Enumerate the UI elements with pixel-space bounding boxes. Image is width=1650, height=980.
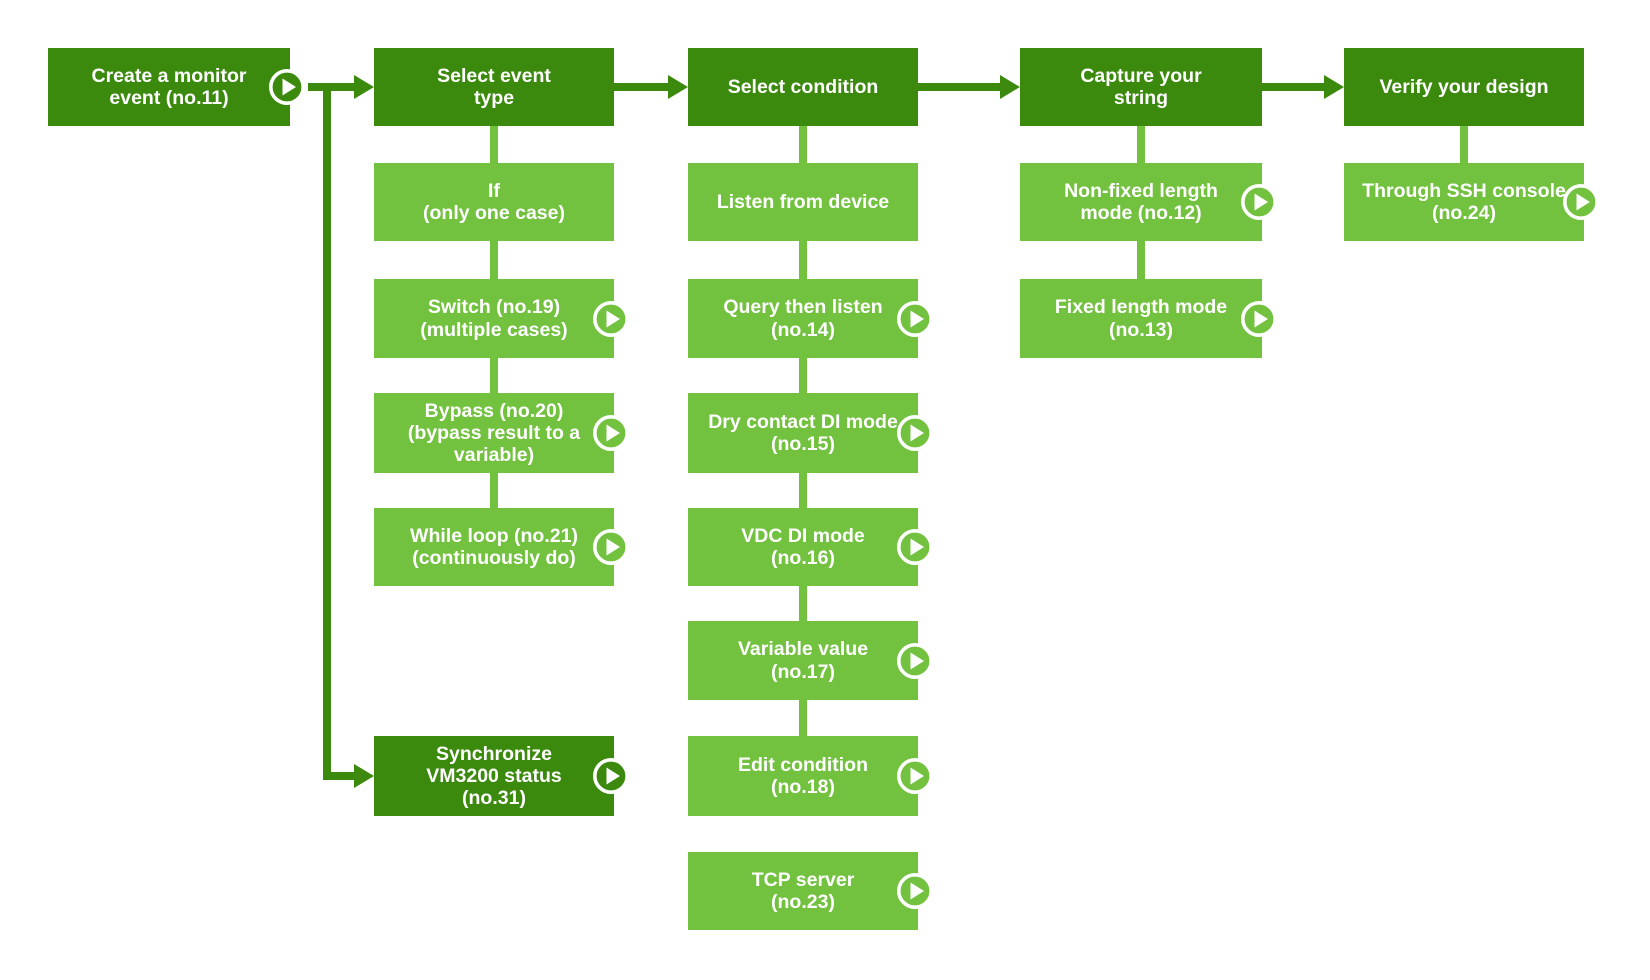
arrow-shaft	[1262, 83, 1324, 91]
arrow-shaft	[918, 83, 1000, 91]
connector	[490, 473, 498, 508]
node-label: Fixed length mode (no.13)	[1054, 296, 1228, 341]
node-verify-your-design: Verify your design	[1344, 48, 1584, 126]
connector	[799, 241, 807, 279]
node-label: Select event type	[437, 64, 551, 109]
play-icon[interactable]	[591, 413, 631, 453]
play-icon[interactable]	[895, 299, 935, 339]
node-label: Non-fixed length mode (no.12)	[1064, 179, 1218, 224]
node-label: VDC DI mode (no.16)	[741, 524, 865, 569]
branch-line-horizontal	[323, 772, 354, 780]
node-label: Create a monitor event (no.11)	[91, 64, 247, 109]
node-switch[interactable]: Switch (no.19) (multiple cases)	[374, 279, 630, 358]
play-icon[interactable]	[591, 756, 631, 796]
node-tcp-server[interactable]: TCP server (no.23)	[688, 852, 934, 930]
play-icon[interactable]	[895, 756, 935, 796]
node-if-only-one-case: If (only one case)	[374, 163, 614, 241]
node-label: While loop (no.21) (continuously do)	[410, 524, 578, 569]
node-label: Query then listen (no.14)	[723, 296, 883, 341]
play-icon[interactable]	[895, 871, 935, 911]
node-through-ssh-console[interactable]: Through SSH console (no.24)	[1344, 163, 1600, 241]
play-icon[interactable]	[895, 527, 935, 567]
node-non-fixed-length-mode[interactable]: Non-fixed length mode (no.12)	[1020, 163, 1278, 241]
connector	[799, 700, 807, 736]
node-fixed-length-mode[interactable]: Fixed length mode (no.13)	[1020, 279, 1278, 358]
node-label: Edit condition (no.18)	[738, 753, 868, 798]
node-label: Through SSH console (no.24)	[1362, 179, 1566, 224]
connector	[490, 126, 498, 163]
node-label: Select condition	[727, 75, 879, 98]
play-icon[interactable]	[591, 299, 631, 339]
node-variable-value[interactable]: Variable value (no.17)	[688, 621, 934, 700]
arrow-head	[1324, 75, 1344, 99]
node-select-event-type: Select event type	[374, 48, 614, 126]
branch-line-vertical	[323, 83, 331, 780]
node-capture-your-string: Capture your string	[1020, 48, 1262, 126]
arrow-shaft	[614, 83, 668, 91]
play-icon[interactable]	[895, 641, 935, 681]
play-icon[interactable]	[1561, 182, 1601, 222]
node-label: If (only one case)	[423, 179, 565, 224]
arrow-head	[354, 764, 374, 788]
arrow-head	[354, 75, 374, 99]
node-label: Switch (no.19) (multiple cases)	[420, 296, 568, 341]
connector	[490, 358, 498, 393]
node-label: Capture your string	[1080, 64, 1202, 109]
connector	[1137, 241, 1145, 279]
arrow-head	[668, 75, 688, 99]
connector	[799, 473, 807, 508]
node-edit-condition[interactable]: Edit condition (no.18)	[688, 736, 934, 816]
play-icon[interactable]	[895, 413, 935, 453]
node-listen-from-device: Listen from device	[688, 163, 918, 241]
node-label: Synchronize VM3200 status (no.31)	[426, 742, 562, 810]
node-query-then-listen[interactable]: Query then listen (no.14)	[688, 279, 934, 358]
connector	[799, 358, 807, 393]
connector	[799, 586, 807, 621]
node-select-condition: Select condition	[688, 48, 918, 126]
node-label: Variable value (no.17)	[737, 638, 869, 683]
node-label: Dry contact DI mode (no.15)	[708, 410, 898, 455]
node-label: Bypass (no.20) (bypass result to a varia…	[407, 399, 581, 467]
connector	[799, 126, 807, 163]
connector	[1460, 126, 1468, 163]
connector	[1137, 126, 1145, 163]
arrow-head	[1000, 75, 1020, 99]
node-bypass[interactable]: Bypass (no.20) (bypass result to a varia…	[374, 393, 630, 473]
node-label: TCP server (no.23)	[751, 868, 855, 913]
play-icon[interactable]	[1239, 182, 1279, 222]
node-while-loop[interactable]: While loop (no.21) (continuously do)	[374, 508, 630, 586]
node-create-monitor-event[interactable]: Create a monitor event (no.11)	[48, 48, 306, 126]
node-vdc-di-mode[interactable]: VDC DI mode (no.16)	[688, 508, 934, 586]
node-label: Listen from device	[716, 190, 890, 213]
node-synchronize-vm3200-status[interactable]: Synchronize VM3200 status (no.31)	[374, 736, 630, 816]
connector	[490, 241, 498, 279]
play-icon[interactable]	[1239, 299, 1279, 339]
play-icon[interactable]	[591, 527, 631, 567]
arrow-shaft	[308, 83, 354, 91]
node-dry-contact-di-mode[interactable]: Dry contact DI mode (no.15)	[688, 393, 934, 473]
node-label: Verify your design	[1379, 75, 1549, 98]
play-icon[interactable]	[267, 67, 307, 107]
